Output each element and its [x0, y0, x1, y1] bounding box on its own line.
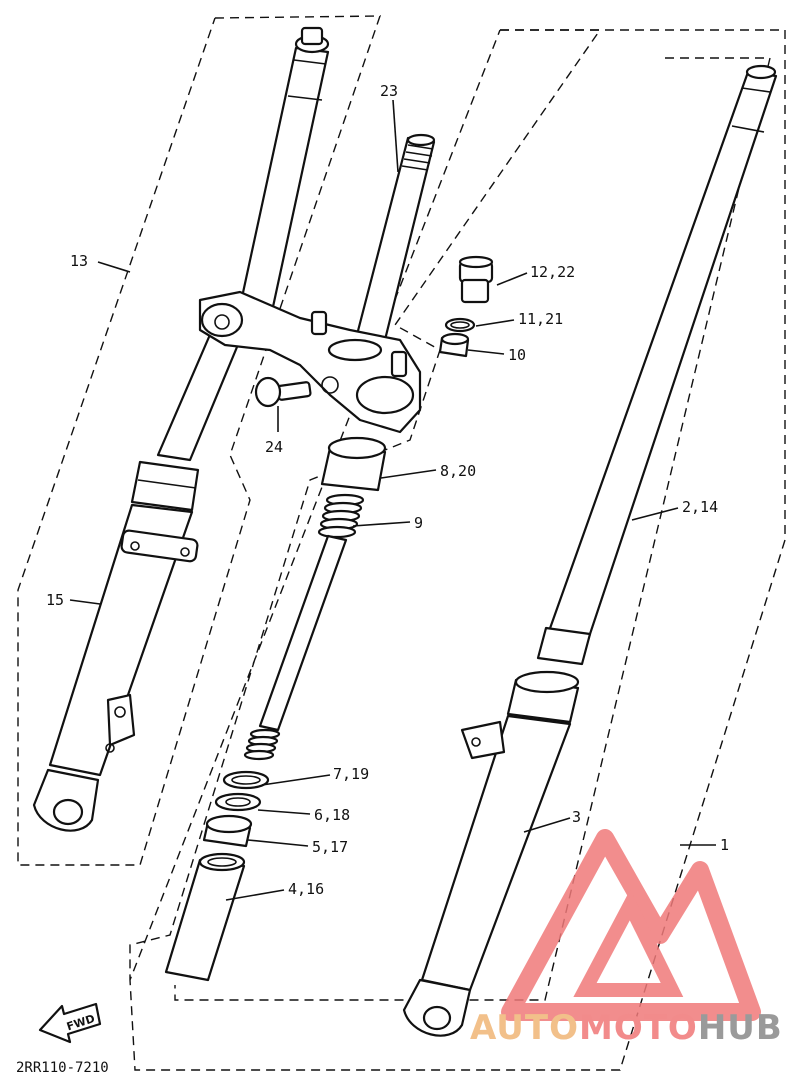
left-axle-hole — [52, 798, 84, 826]
callout-23: 23 — [380, 82, 398, 100]
left-dust-seal-line — [137, 479, 197, 489]
boundary-center-assembly — [129, 29, 602, 981]
bracket-stopper-right — [390, 350, 408, 378]
left-tube-lower — [156, 328, 244, 462]
watermark-moto: MOTO — [578, 1008, 698, 1048]
watermark-logo-icon — [501, 829, 761, 1021]
right-fork-assembly — [402, 64, 778, 1037]
callout-7-19: 7,19 — [333, 765, 369, 783]
rebound-spring — [243, 728, 281, 761]
diagram-code: 2RR110-7210 — [16, 1060, 109, 1076]
callout-5-17: 5,17 — [312, 838, 348, 856]
callout-24: 24 — [265, 438, 283, 456]
callout-15: 15 — [46, 591, 64, 609]
right-fender-bracket — [460, 720, 506, 760]
callout-4-16: 4,16 — [288, 880, 324, 898]
callout-2-14: 2,14 — [682, 498, 718, 516]
callout-6-18: 6,18 — [314, 806, 350, 824]
right-inner-tube — [546, 70, 778, 642]
left-outer-tube — [48, 503, 194, 777]
cap-bolt-body — [460, 278, 490, 304]
callout-3: 3 — [572, 808, 581, 826]
callout-11-21: 11,21 — [518, 310, 563, 328]
boundary-left-assembly — [17, 15, 381, 866]
left-clamp-eye — [200, 302, 244, 338]
left-fork-assembly — [32, 26, 330, 832]
stem-thread — [401, 144, 434, 171]
steering-stem-shaft — [350, 136, 436, 362]
right-clamp-eye — [355, 375, 415, 415]
stem-collar — [327, 338, 383, 362]
fork-spring — [317, 493, 365, 539]
right-inner-tube-top — [745, 64, 777, 80]
left-inner-tube — [234, 46, 330, 332]
pinch-bolt — [254, 376, 312, 408]
circlip — [222, 770, 270, 790]
left-inner-tube-rings — [287, 59, 327, 101]
callout-9: 9 — [414, 514, 423, 532]
callout-12-22: 12,22 — [530, 263, 575, 281]
boundary-right-assembly — [129, 29, 786, 1071]
left-dust-seal — [130, 460, 200, 512]
boundary-inner-tube — [174, 57, 771, 1001]
clamp-bolt-hole — [321, 376, 339, 394]
watermark-auto: AUTO — [470, 1008, 579, 1048]
fork-top-parts — [438, 255, 494, 358]
left-fork-cap-bolt — [300, 26, 324, 46]
left-caliper-mount — [106, 693, 136, 747]
callout-8-20: 8,20 — [440, 462, 476, 480]
leader-lines — [69, 99, 716, 901]
damper-tube — [164, 858, 246, 982]
pinch-bolt-head — [254, 376, 282, 408]
watermark-text: AUTOMOTOHUB — [470, 1008, 800, 1048]
damper-rod — [258, 534, 348, 732]
stem-top — [406, 133, 436, 147]
watermark-hub: HUB — [697, 1008, 783, 1048]
callout-10: 10 — [508, 346, 526, 364]
right-tube-end — [536, 626, 592, 666]
left-fender-bracket — [120, 529, 199, 563]
internal-parts — [164, 436, 387, 982]
fwd-arrow-icon: FWD — [38, 1002, 102, 1044]
washer — [214, 792, 262, 812]
right-axle-hole — [422, 1005, 452, 1031]
o-ring — [444, 317, 476, 333]
callout-1: 1 — [720, 836, 729, 854]
right-tube-rings — [731, 87, 771, 133]
callout-13: 13 — [70, 252, 88, 270]
bracket-stopper — [310, 310, 328, 336]
pinch-bolt-shank — [276, 381, 312, 401]
steering-stem-assembly — [198, 133, 436, 434]
cap-bolt-top — [458, 255, 494, 269]
